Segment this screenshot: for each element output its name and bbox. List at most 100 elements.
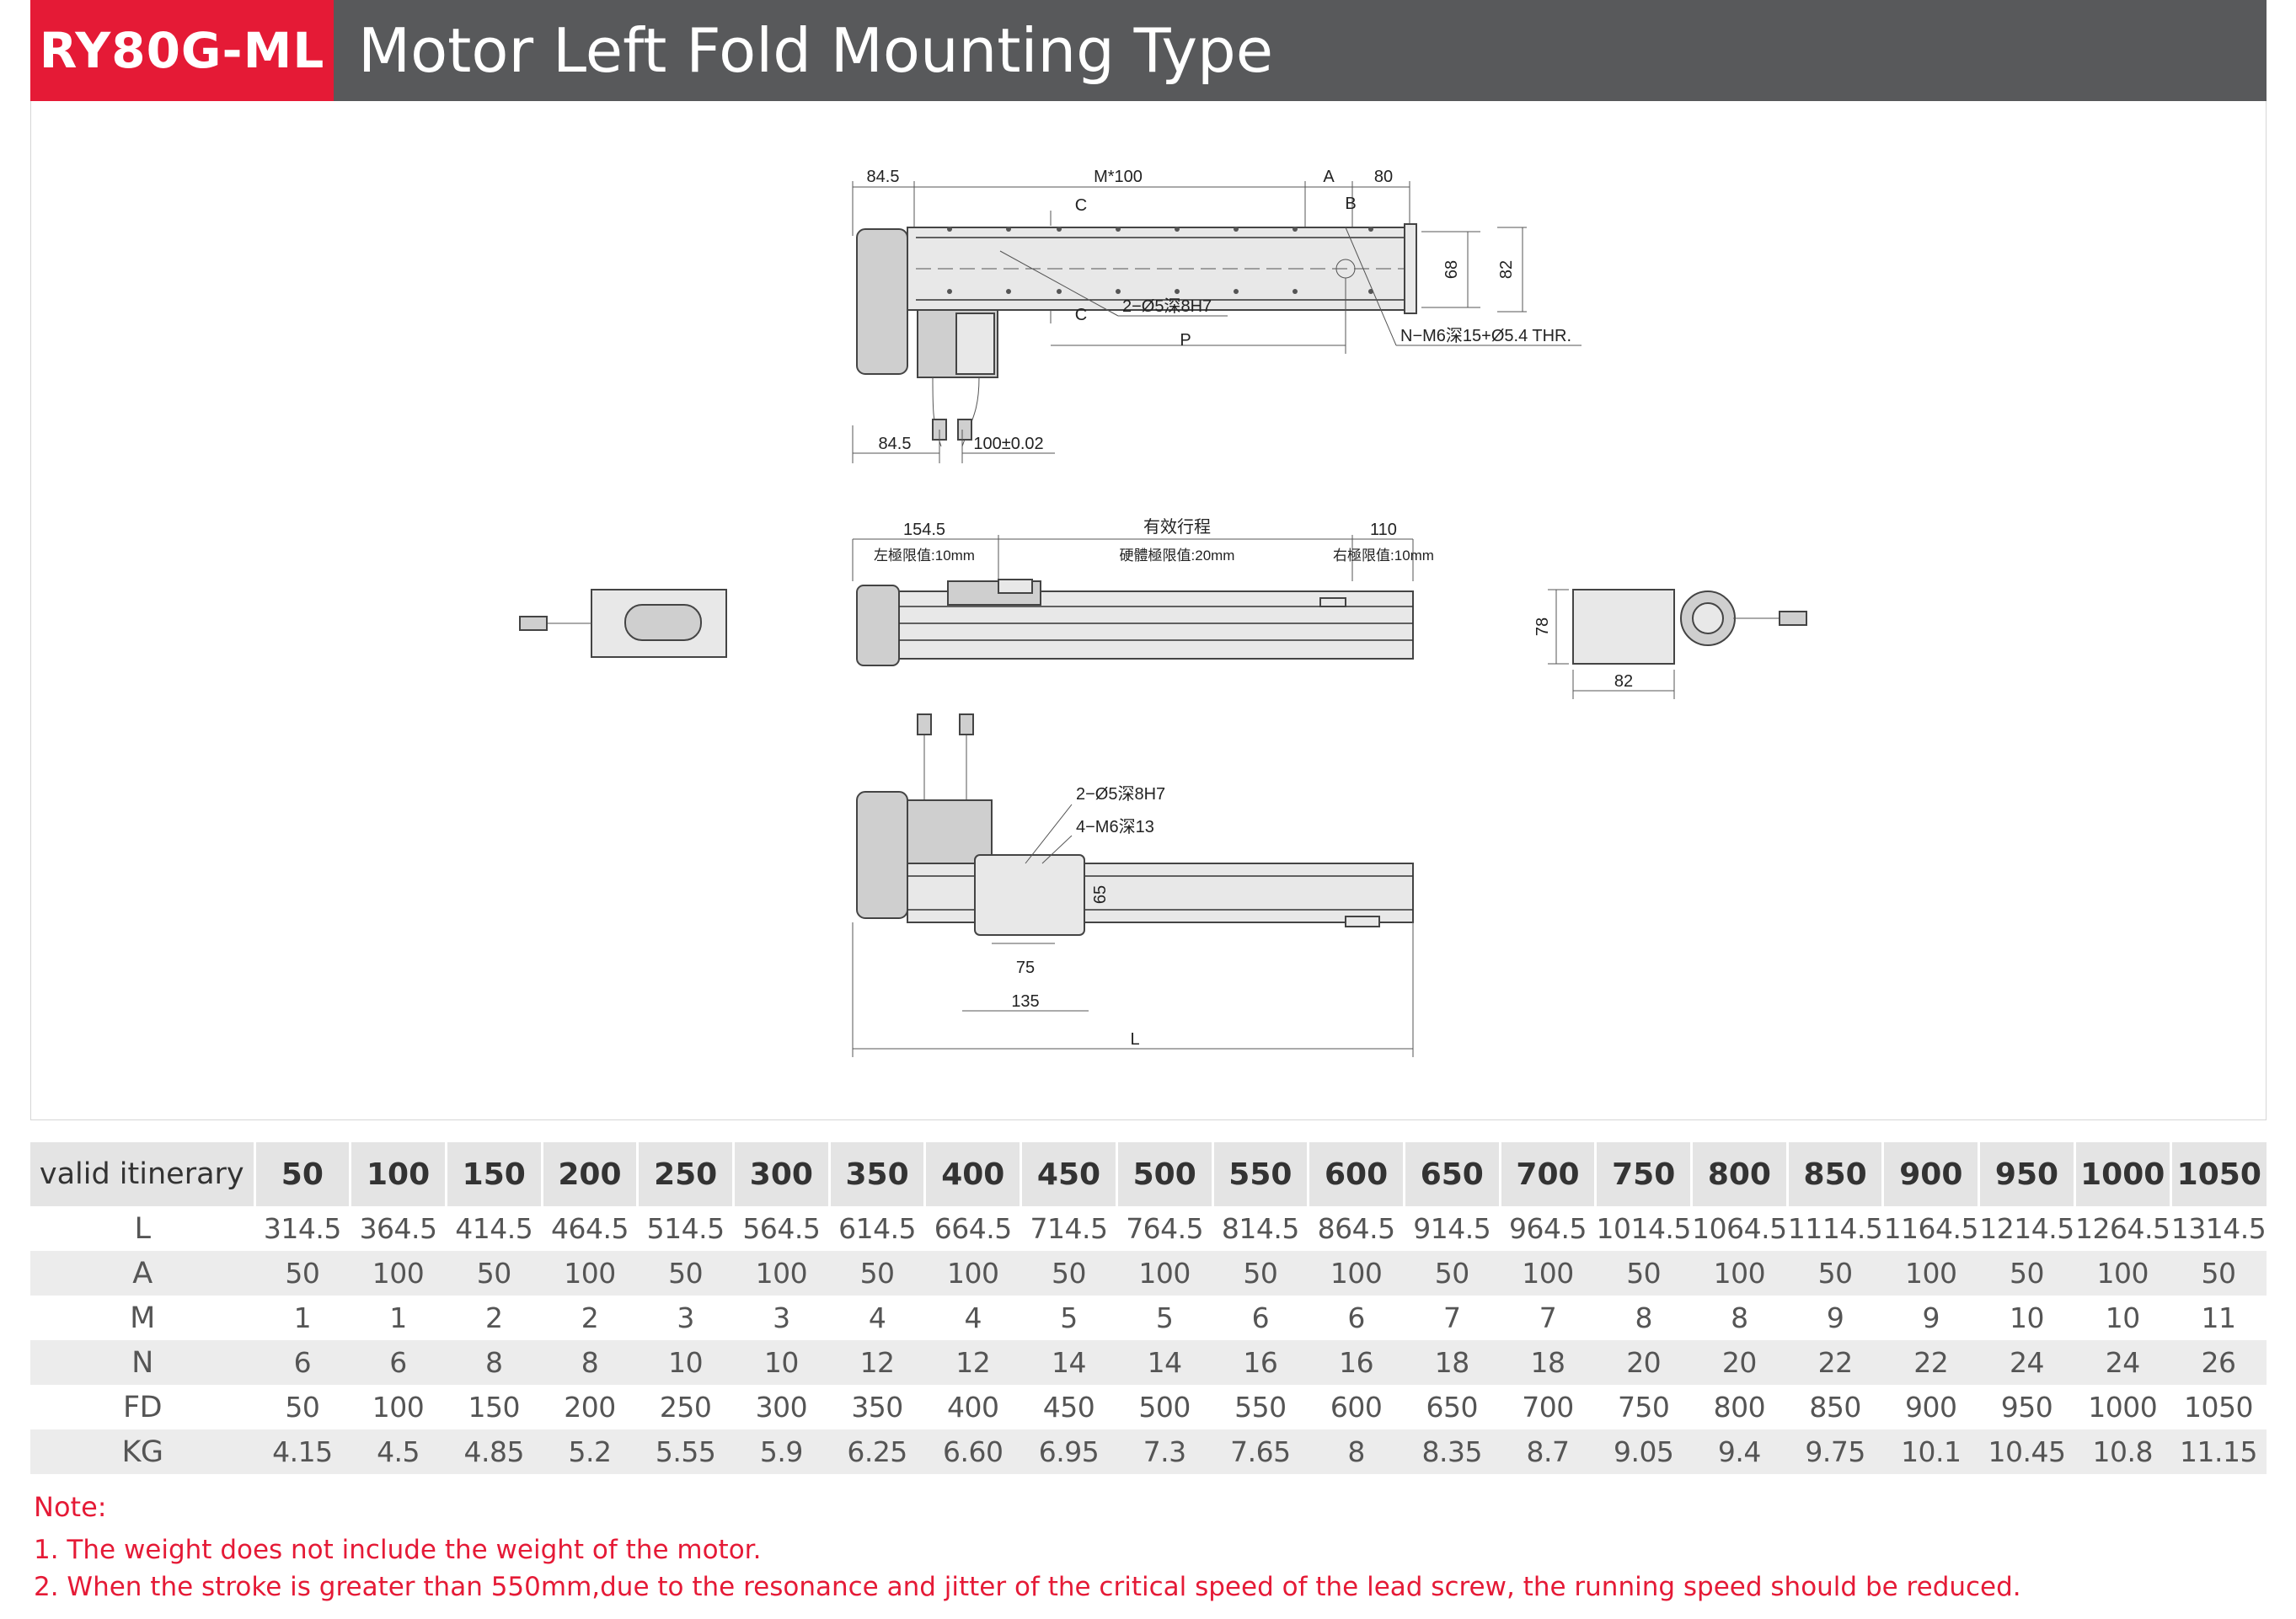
table-cell: 6 (1212, 1296, 1309, 1340)
bottom-pin-hole: 2−Ø5深8H7 (1076, 784, 1165, 804)
table-header-cell: 1050 (2169, 1142, 2267, 1206)
header-bar (30, 0, 2267, 101)
table-cell: 4 (924, 1296, 1021, 1340)
top-view: 84.5 M*100 A 80 (852, 168, 1582, 463)
top-pin-hole: 2−Ø5深8H7 (1122, 297, 1212, 316)
side-dim-right: 110 (1370, 521, 1397, 539)
table-cell: 100 (2074, 1251, 2171, 1296)
table-cell: 11.15 (2170, 1429, 2267, 1474)
table-cell: 9.75 (1787, 1429, 1883, 1474)
top-section-c-lower: C (1075, 306, 1087, 324)
table-cell: 814.5 (1212, 1206, 1309, 1251)
table-row-label: FD (30, 1385, 254, 1429)
table-cell: 22 (1882, 1340, 1979, 1385)
table-header-cell: 200 (540, 1142, 638, 1206)
table-cell: 4.85 (446, 1429, 543, 1474)
table-cell: 100 (1500, 1251, 1596, 1296)
table-cell: 10 (2074, 1296, 2171, 1340)
table-cell: 20 (1691, 1340, 1788, 1385)
side-hard-limit: 硬體極限值:20mm (1120, 548, 1235, 564)
table-cell: 50 (446, 1251, 543, 1296)
table-cell: 22 (1787, 1340, 1883, 1385)
table-cell: 7 (1500, 1296, 1596, 1340)
table-header-cell: 800 (1690, 1142, 1788, 1206)
table-header-cell: 550 (1211, 1142, 1309, 1206)
bottom-dim-135: 135 (1011, 992, 1039, 1011)
table-cell: 50 (829, 1251, 925, 1296)
table-header-cell: 600 (1307, 1142, 1405, 1206)
note-title: Note: (34, 1491, 107, 1523)
table-header-cell: 950 (1978, 1142, 2075, 1206)
table-cell: 3 (733, 1296, 830, 1340)
table-cell: 50 (254, 1385, 351, 1429)
table-row-label: N (30, 1340, 254, 1385)
technical-drawing: 84.5 M*100 A 80 (519, 168, 1807, 1057)
side-dim-left: 154.5 (903, 521, 945, 539)
table-row-label: KG (30, 1429, 254, 1474)
table-cell: 250 (637, 1385, 734, 1429)
side-end-height: 78 (1533, 617, 1552, 636)
table-header-cell: 100 (349, 1142, 447, 1206)
table-cell: 5.9 (733, 1429, 830, 1474)
table-header-cell: 650 (1402, 1142, 1501, 1206)
table-cell: 350 (829, 1385, 925, 1429)
table-cell: 1050 (2170, 1385, 2267, 1429)
top-dim-right: 80 (1374, 168, 1393, 186)
table-cell: 9 (1787, 1296, 1883, 1340)
table-cell: 7.65 (1212, 1429, 1309, 1474)
table-cell: 8 (446, 1340, 543, 1385)
table-header-cell: 50 (253, 1142, 351, 1206)
top-dim-68: 68 (1442, 260, 1461, 279)
top-dim-bottom-left: 84.5 (879, 435, 912, 453)
table-header-cell: 1000 (2073, 1142, 2171, 1206)
bottom-view: 2−Ø5深8H7 4−M6深13 65 75 135 L (852, 713, 1414, 1057)
table-cell: 150 (446, 1385, 543, 1429)
table-cell: 10.8 (2074, 1429, 2171, 1474)
table-cell: 10.1 (1882, 1429, 1979, 1474)
side-end-width: 82 (1614, 672, 1633, 691)
table-cell: 5.2 (542, 1429, 638, 1474)
top-dim-p: P (1180, 331, 1191, 350)
table-cell: 1264.5 (2074, 1206, 2171, 1251)
top-dim-a: A (1323, 168, 1335, 186)
table-cell: 12 (829, 1340, 925, 1385)
note-item: 2. When the stroke is greater than 550mm… (34, 1572, 2021, 1602)
table-cell: 24 (1978, 1340, 2075, 1385)
table-cell: 414.5 (446, 1206, 543, 1251)
table-header-cell: 750 (1594, 1142, 1692, 1206)
table-header-cell: 250 (636, 1142, 734, 1206)
table-header-cell: 500 (1115, 1142, 1213, 1206)
table-cell: 1314.5 (2170, 1206, 2267, 1251)
table-cell: 8.7 (1500, 1429, 1596, 1474)
bottom-dim-65: 65 (1091, 885, 1110, 904)
table-header-cell: 150 (444, 1142, 543, 1206)
table-header-cell: 350 (827, 1142, 925, 1206)
table-cell: 100 (733, 1251, 830, 1296)
top-dim-left: 84.5 (867, 168, 900, 186)
table-cell: 50 (1020, 1251, 1117, 1296)
table-cell: 4 (829, 1296, 925, 1340)
table-cell: 5 (1116, 1296, 1213, 1340)
top-label-b: B (1345, 195, 1356, 213)
table-cell: 50 (637, 1251, 734, 1296)
table-cell: 100 (1308, 1251, 1405, 1296)
table-cell: 9.4 (1691, 1429, 1788, 1474)
top-dim-82: 82 (1497, 260, 1516, 279)
table-cell: 50 (1212, 1251, 1309, 1296)
table-cell: 5 (1020, 1296, 1117, 1340)
table-header-cell: 900 (1881, 1142, 1979, 1206)
table-cell: 1214.5 (1978, 1206, 2075, 1251)
table-cell: 1000 (2074, 1385, 2171, 1429)
table-cell: 450 (1020, 1385, 1117, 1429)
table-cell: 4.5 (350, 1429, 447, 1474)
bottom-dim-75: 75 (1016, 959, 1035, 977)
table-cell: 8 (1308, 1429, 1405, 1474)
table-cell: 100 (1691, 1251, 1788, 1296)
top-dim-pitch: M*100 (1094, 168, 1143, 186)
